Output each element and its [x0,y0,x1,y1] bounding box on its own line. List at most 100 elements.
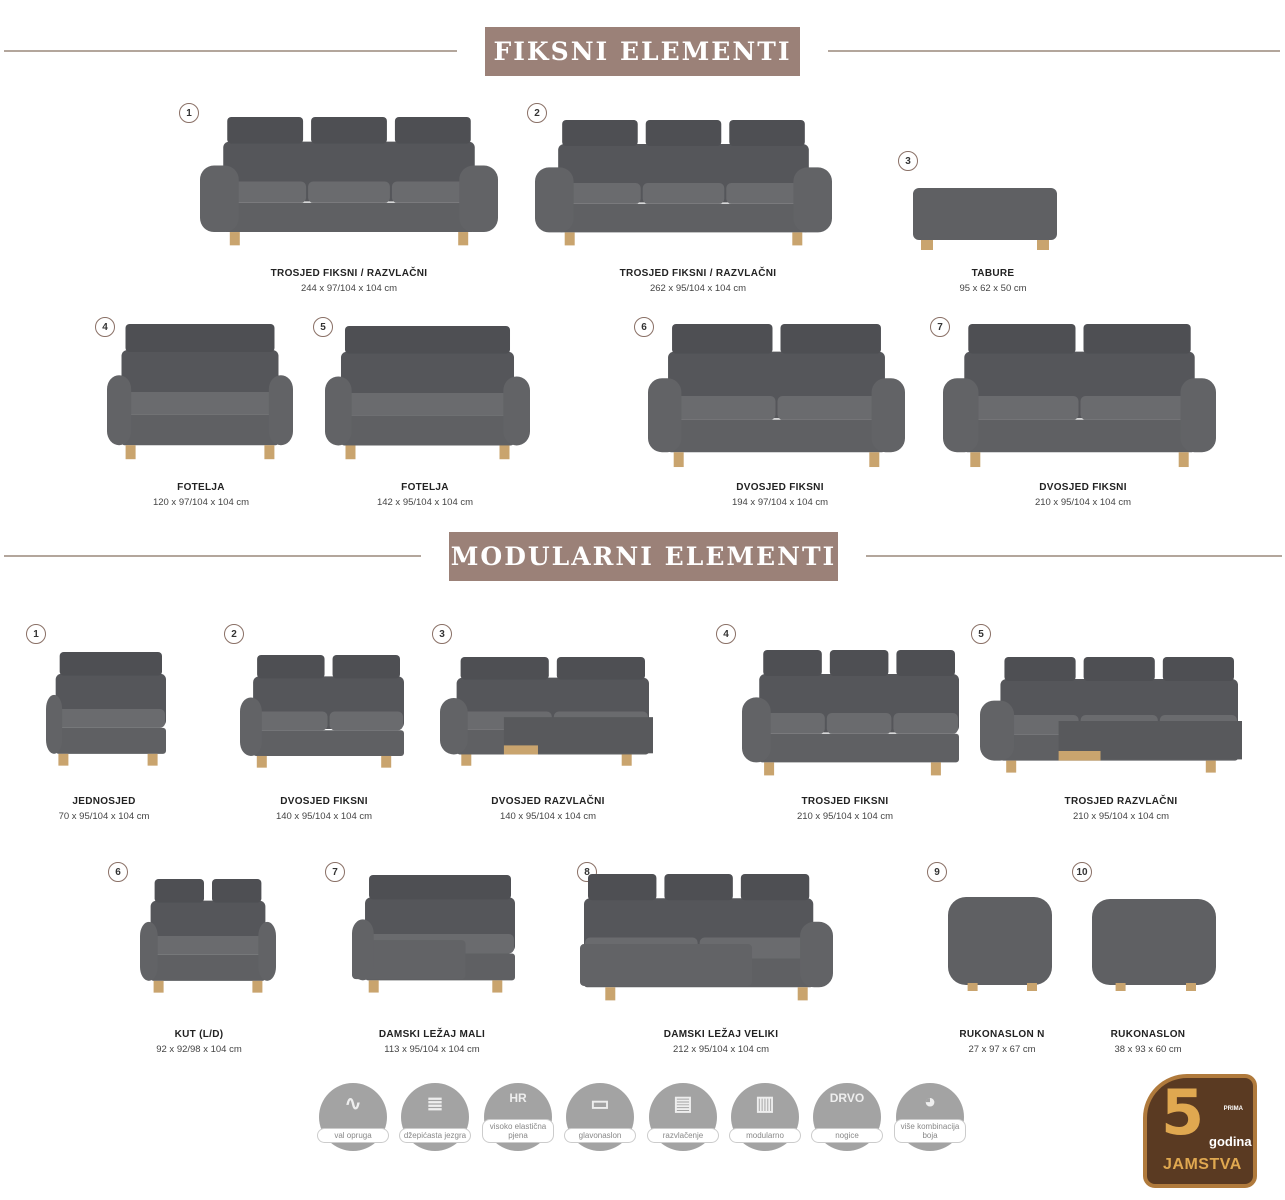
product-name: TABURE [971,268,1015,279]
palette-icon: ◕ [923,1091,937,1113]
section-title-modularni: MODULARNI ELEMENTI [449,532,838,581]
feature-label: više kombinacija boja [894,1119,966,1143]
feature-palette: ◕ više kombinacija boja [894,1083,966,1151]
headrest [227,117,304,144]
armrest-left [943,378,979,453]
leg [869,452,880,468]
armrest-left [140,921,158,981]
headrest [1083,657,1155,681]
chaise-lounge [580,944,753,986]
headrest [1004,657,1076,681]
seat-cushion [224,181,307,203]
armrest-right [1180,378,1216,453]
feature-label: glavonaslon [564,1128,636,1143]
product-image [943,324,1216,468]
headrest [562,120,638,146]
product-dimensions: 27 x 97 x 67 cm [968,1044,1036,1055]
product-image [742,650,959,776]
product-dimensions: 140 x 95/104 x 104 cm [275,811,373,822]
product-dimensions: 210 x 95/104 x 104 cm [796,811,894,822]
leg [1037,240,1049,250]
headrest [829,650,889,676]
product-name: JEDNOSJED [72,796,136,807]
seat-cushion [1080,396,1194,420]
leg [147,753,158,766]
armrest-right [800,921,833,988]
leg [153,980,164,993]
product-dimensions: 95 x 62 x 50 cm [959,283,1027,294]
product-name: DVOSJED FIKSNI [1039,482,1127,493]
seat-cushion [56,709,166,728]
product-name: DVOSJED RAZVLAČNI [491,796,605,807]
armrest-shape [948,897,1052,985]
bed-frame [1058,751,1101,761]
sofa-base [121,414,279,446]
seat-cushion [151,936,265,955]
product-dimensions: 113 x 95/104 x 104 cm [384,1044,480,1055]
product-number: 3 [898,151,918,171]
sofa-base [340,415,515,446]
product-number: 2 [527,103,547,123]
divider [828,50,1280,52]
leg [1027,983,1037,991]
product-label: TROSJED FIKSNI 210 x 95/104 x 104 cm [735,796,955,822]
armrest-right [258,921,276,981]
headrest [588,874,657,901]
product-dimensions: 120 x 97/104 x 104 cm [152,497,250,508]
badge-number: 5 [1161,1076,1205,1149]
product-number: 7 [930,317,950,337]
sofa-bed-icon: ▤ [673,1093,693,1115]
product-image [535,120,832,246]
seat-cushion [726,183,808,204]
armrest-left [46,694,63,754]
leg [564,232,575,246]
headrest [556,657,645,680]
product-dimensions: 212 x 95/104 x 104 cm [672,1044,770,1055]
headrest [1083,324,1191,354]
product-image [948,897,1052,991]
headrest [672,324,773,354]
product-dimensions: 244 x 97/104 x 104 cm [300,283,398,294]
seat-cushion [391,181,474,203]
product-image [580,874,833,1001]
leg [797,987,808,1001]
product-dimensions: 92 x 92/98 x 104 cm [156,1044,242,1055]
feature-pocket-spring: ≣džepićasta jezgra [399,1083,471,1151]
product-name: TROSJED FIKSNI [801,796,889,807]
product-dimensions: 38 x 93 x 60 cm [1114,1044,1182,1055]
modular-icon: ▥ [755,1093,775,1115]
chaise-lounge [352,940,466,980]
product-image [648,324,905,468]
product-dimensions: 262 x 95/104 x 104 cm [649,283,747,294]
sofa-base [223,202,475,233]
headrest [664,874,733,901]
product-number: 1 [179,103,199,123]
product-dimensions: 140 x 95/104 x 104 cm [499,811,597,822]
product-image [1092,899,1216,991]
seat-cushion [669,396,776,420]
product-dimensions: 194 x 97/104 x 104 cm [731,497,829,508]
sofa-base [55,727,167,754]
armrest-left [325,376,352,446]
product-image [980,657,1242,773]
armrest-left [200,165,239,233]
leg [461,754,472,766]
seat-cushion [329,711,403,731]
leg [605,987,616,1001]
badge-brand: PRIMA [1223,1106,1243,1112]
product-number: 1 [26,624,46,644]
headrest [740,874,810,901]
leg [252,980,263,993]
headrest [257,655,325,679]
headrest [59,652,163,676]
badge-word: godina [1209,1134,1252,1149]
leg [264,445,275,460]
headrest [212,879,262,903]
armrest-left [742,697,771,763]
headrest [332,655,400,679]
